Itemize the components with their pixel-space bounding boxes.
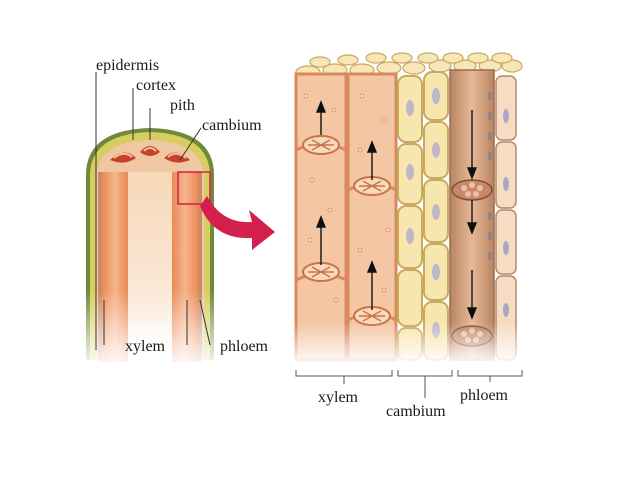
xylem-vessel-2 [346, 72, 398, 362]
phloem-strand-right [198, 172, 202, 362]
label-leaders [95, 72, 211, 350]
top-cell-row [295, 52, 523, 79]
label-xylem: xylem [125, 338, 166, 355]
label-pith: pith [170, 97, 195, 114]
label-cambium: cambium [202, 117, 262, 134]
label-epidermis: epidermis [96, 57, 159, 74]
phloem-flow-arrows [466, 110, 478, 320]
magnified-area-box [177, 171, 211, 205]
vascular-bundle-2 [140, 146, 160, 156]
detail-label-cambium: cambium [386, 403, 446, 420]
region-brackets [295, 370, 523, 398]
tissue-detail [290, 52, 523, 366]
detail-label-xylem: xylem [318, 389, 359, 406]
label-phloem: phloem [220, 338, 269, 355]
label-cortex: cortex [136, 77, 176, 94]
phloem-strand-left [98, 172, 102, 362]
magnify-arrow-icon [200, 196, 275, 250]
cambium-cells [397, 71, 449, 361]
stem-tip [80, 128, 220, 370]
detail-label-phloem: phloem [460, 387, 509, 404]
xylem-flow-arrows [315, 100, 378, 310]
